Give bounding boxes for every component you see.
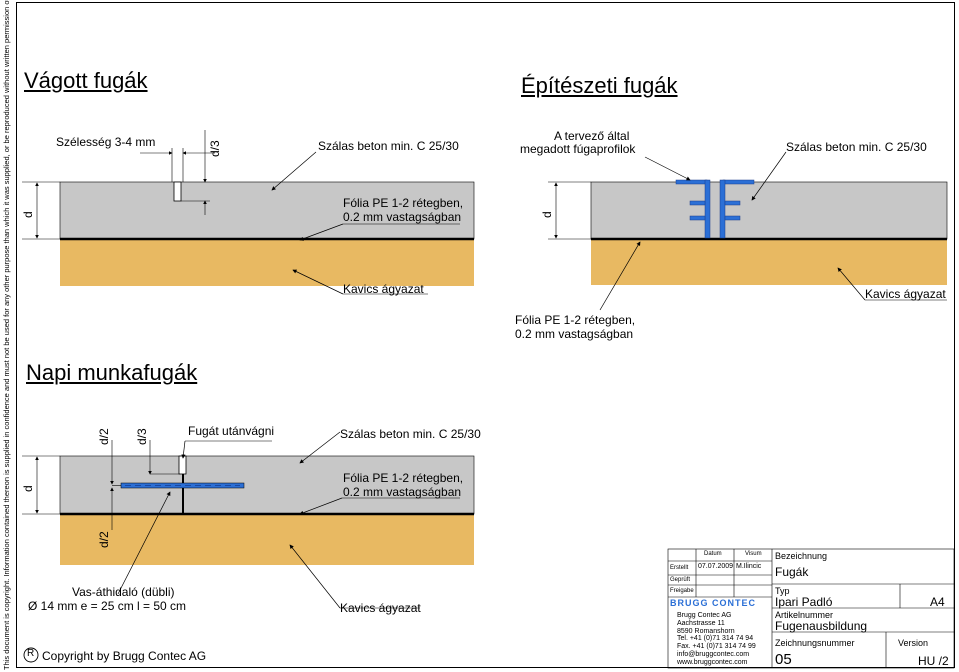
architectural-joints-title: Építészeti fugák bbox=[521, 73, 678, 98]
concrete-label: Szálas beton min. C 25/30 bbox=[786, 140, 927, 154]
daily-saw-cut bbox=[178, 455, 187, 475]
cut-joint-concrete-slab bbox=[59, 181, 475, 240]
foil-label-line2: 0.2 mm vastagságban bbox=[343, 485, 462, 499]
depth-half-bottom-label: d/2 bbox=[97, 531, 111, 548]
concrete-label: Szálas beton min. C 25/30 bbox=[318, 139, 459, 153]
company-logo: BRUGG CONTEC bbox=[670, 598, 756, 608]
depth-third-label: d/3 bbox=[135, 428, 149, 445]
company-address: Brugg Contec AG Aachstrasse 11 8590 Roma… bbox=[677, 612, 756, 666]
tb-date: 07.07.2009 bbox=[698, 563, 734, 570]
tb-version-label: Version bbox=[898, 638, 929, 648]
tb-zeichnung-label: Zeichnungsnummer bbox=[775, 638, 855, 648]
gravel-label: Kavics ágyazat bbox=[343, 282, 424, 296]
joint-width-label: Szélesség 3-4 mm bbox=[56, 135, 156, 149]
foil-label-line1: Fólia PE 1-2 rétegben, bbox=[343, 196, 464, 210]
tb-row-freigabe: Freigabe bbox=[670, 588, 694, 594]
tb-row-geprueft: Geprüft bbox=[670, 577, 691, 583]
profile-label-line1: A tervező által bbox=[554, 129, 630, 143]
foil-label-line2: 0.2 mm vastagságban bbox=[343, 210, 462, 224]
registered-mark: R bbox=[27, 648, 35, 659]
depth-label: d bbox=[21, 485, 35, 492]
title-block-grid bbox=[667, 548, 955, 669]
depth-third-label: d/3 bbox=[208, 140, 222, 157]
cut-joints-title: Vágott fugák bbox=[24, 68, 148, 93]
drawing-frame bbox=[16, 2, 955, 668]
joint-profile bbox=[675, 179, 755, 239]
depth-label: d bbox=[21, 211, 35, 218]
tb-col-date: Datum bbox=[704, 551, 722, 557]
tb-visum: M.Ilincic bbox=[736, 563, 762, 570]
copyright-text: Copyright by Brugg Contec AG bbox=[42, 649, 207, 663]
tb-artikel-label: Artikelnummer bbox=[775, 610, 834, 620]
tb-bezeichnung: Fugák bbox=[775, 565, 809, 579]
profile-label-line2: megadott fúgaprofilok bbox=[520, 142, 636, 156]
dowel-label-line1: Vas-áthidaló (dübli) bbox=[72, 585, 175, 599]
saw-cut-groove bbox=[173, 181, 182, 202]
foil-label-line1: Fólia PE 1-2 rétegben, bbox=[515, 313, 636, 327]
registered-mark-circle bbox=[23, 647, 39, 663]
foil-label-line1: Fólia PE 1-2 rétegben, bbox=[343, 471, 464, 485]
tb-zeichnung: 05 bbox=[775, 651, 792, 668]
cut-joint-gravel-bed bbox=[60, 239, 474, 286]
daily-joints-title: Napi munkafugák bbox=[26, 360, 198, 385]
arch-joint-gravel-bed bbox=[591, 239, 947, 285]
gravel-label: Kavics ágyazat bbox=[340, 601, 421, 615]
tb-row-erstellt: Erstellt bbox=[670, 565, 689, 571]
foil-label-line2: 0.2 mm vastagságban bbox=[515, 327, 634, 341]
concrete-label: Szálas beton min. C 25/30 bbox=[340, 427, 481, 441]
dowel-label-line2: Ø 14 mm e = 25 cm l = 50 cm bbox=[28, 599, 187, 613]
tb-artikel: Fugenausbildung bbox=[775, 619, 868, 633]
tb-typ: Ipari Padló bbox=[775, 595, 833, 609]
tb-version: HU /2 bbox=[918, 654, 949, 668]
gravel-label: Kavics ágyazat bbox=[865, 287, 946, 301]
depth-label: d bbox=[540, 211, 554, 218]
arch-joint-concrete-slab bbox=[590, 181, 948, 240]
daily-joint-gravel-bed bbox=[60, 514, 474, 565]
tb-bezeichnung-label: Bezeichnung bbox=[775, 551, 828, 561]
tb-format: A4 bbox=[930, 595, 945, 609]
tb-col-visum: Visum bbox=[745, 551, 762, 557]
cut-after-label: Fugát utánvágni bbox=[188, 424, 275, 438]
depth-half-top-label: d/2 bbox=[97, 428, 111, 445]
tb-typ-label: Typ bbox=[775, 586, 790, 596]
